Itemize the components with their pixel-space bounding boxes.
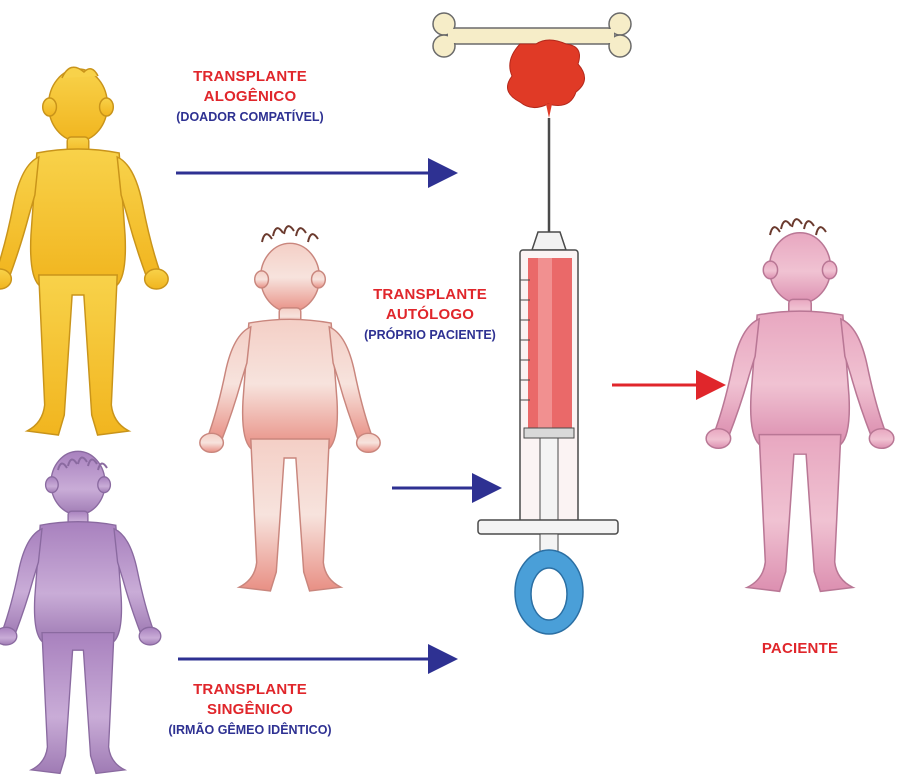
- label-syngeneic: TRANSPLANTE SINGÊNICO (IRMÃO GÊMEO IDÊNT…: [150, 681, 350, 737]
- label-alogenic: TRANSPLANTE ALOGÊNICO (DOADOR COMPATÍVEL…: [150, 68, 350, 124]
- label-autologous: TRANSPLANTE AUTÓLOGO (PRÓPRIO PACIENTE): [320, 286, 540, 342]
- label-syngeneic-line2: SINGÊNICO: [150, 701, 350, 718]
- patient-figure: [706, 233, 894, 592]
- donor-figure-alogenic: [0, 69, 168, 435]
- label-syngeneic-sub: (IRMÃO GÊMEO IDÊNTICO): [150, 723, 350, 737]
- marrow-drip: [546, 104, 552, 118]
- label-syngeneic-line1: TRANSPLANTE: [150, 681, 350, 698]
- label-autologous-sub: (PRÓPRIO PACIENTE): [320, 328, 540, 342]
- label-patient-text: PACIENTE: [740, 640, 860, 657]
- label-patient: PACIENTE: [740, 640, 860, 657]
- label-alogenic-sub: (DOADOR COMPATÍVEL): [150, 110, 350, 124]
- label-autologous-line1: TRANSPLANTE: [320, 286, 540, 303]
- autologous-hair: [262, 226, 318, 242]
- label-alogenic-line2: ALOGÊNICO: [150, 88, 350, 105]
- twin-figure-syngeneic: [0, 451, 161, 773]
- marrow-sample: [508, 40, 585, 108]
- label-autologous-line2: AUTÓLOGO: [320, 306, 540, 323]
- label-alogenic-line1: TRANSPLANTE: [150, 68, 350, 85]
